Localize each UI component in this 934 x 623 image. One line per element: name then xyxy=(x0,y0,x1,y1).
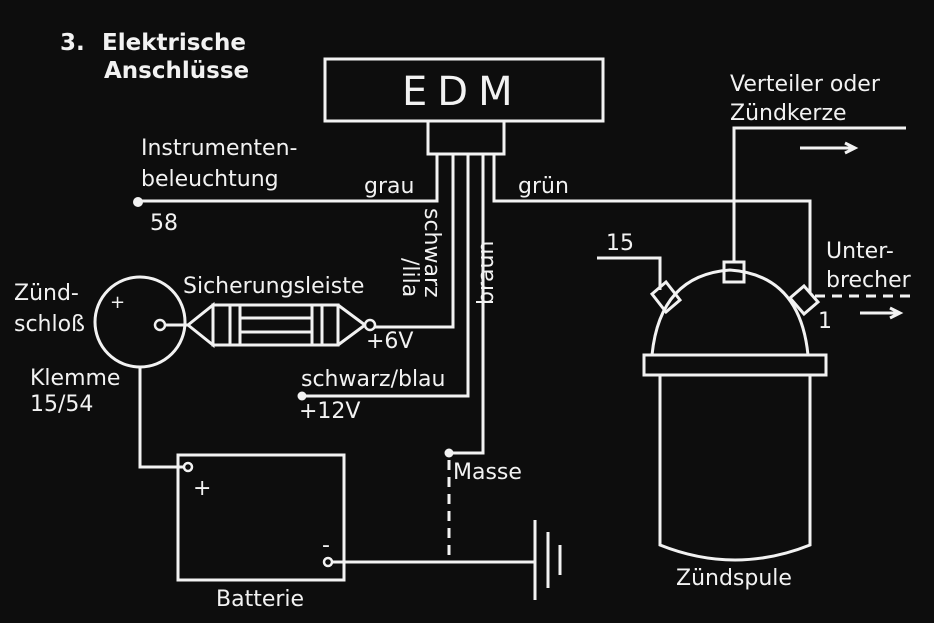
terminal-58-label: 58 xyxy=(150,211,178,236)
heading-line1: Elektrische xyxy=(102,30,246,56)
klemme-label-1: Klemme xyxy=(30,366,120,391)
gruen-label: grün xyxy=(518,174,569,199)
instrumenten-label-2: beleuchtung xyxy=(141,167,279,192)
fuse-strip xyxy=(187,301,377,349)
schwarz-blau-label: schwarz/blau xyxy=(301,367,445,392)
braun-label: braun xyxy=(474,241,499,305)
plus-6v-label: +6V xyxy=(366,329,413,354)
terminal-15-label: 15 xyxy=(606,231,634,256)
unterbrecher-label-1: Unter- xyxy=(826,239,894,264)
ground-connection xyxy=(447,460,562,600)
verteiler-label-1: Verteiler oder xyxy=(730,72,881,97)
plus-12v-label: +12V xyxy=(299,399,360,424)
edm-box: EDM xyxy=(323,57,605,156)
batterie-label: Batterie xyxy=(216,587,304,612)
verteiler-label-2: Zündkerze xyxy=(730,101,847,126)
zuendspule-label: Zündspule xyxy=(676,566,792,591)
masse-label: Masse xyxy=(453,460,522,485)
heading-number: 3. xyxy=(60,30,85,56)
ignition-coil xyxy=(597,126,910,562)
coil-leads xyxy=(800,126,910,320)
edm-wires xyxy=(133,154,812,458)
grau-label: grau xyxy=(364,174,414,199)
ignition-switch xyxy=(93,275,194,473)
zuendschloss-label-2: schloß xyxy=(14,312,85,337)
sicherungsleiste-label: Sicherungsleiste xyxy=(183,274,364,299)
heading-line2: Anschlüsse xyxy=(104,58,249,84)
edm-label: EDM xyxy=(402,69,523,115)
battery xyxy=(176,453,535,582)
switch-plus-sign: + xyxy=(110,292,125,313)
terminal-1-label: 1 xyxy=(818,309,832,334)
zuendschloss-label-1: Zünd- xyxy=(14,281,79,306)
schwarz-lila-label-2: /lila xyxy=(397,258,422,297)
schwarz-lila-label-1: schwarz xyxy=(419,208,444,298)
battery-plus-sign: + xyxy=(193,476,211,501)
battery-minus-sign: - xyxy=(322,533,330,558)
klemme-label-2: 15/54 xyxy=(30,392,93,417)
instrumenten-label-1: Instrumenten- xyxy=(141,136,297,161)
unterbrecher-label-2: brecher xyxy=(826,268,912,293)
